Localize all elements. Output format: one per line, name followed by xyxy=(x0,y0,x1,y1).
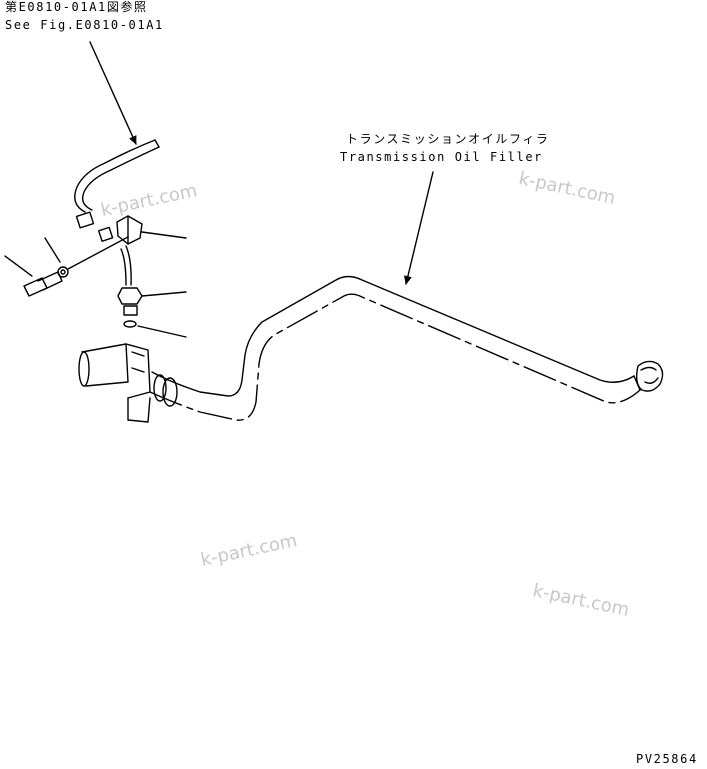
filler-cap xyxy=(633,360,664,392)
bolt-and-washer xyxy=(4,236,129,297)
drawing-number: PV25864 xyxy=(636,752,698,766)
component-label-en: Transmission Oil Filler xyxy=(340,150,543,164)
transmission-case xyxy=(78,343,151,423)
filler-pipe xyxy=(149,275,641,421)
reference-leader-arrow xyxy=(89,41,137,145)
breather-tube xyxy=(117,245,187,338)
reference-label-jp: 第E0810-01A1図参照 xyxy=(5,0,148,14)
hose-clamp xyxy=(75,211,187,245)
component-leader-arrow xyxy=(403,171,434,285)
referenced-hose xyxy=(74,139,160,213)
component-label-jp: トランスミッションオイルフィラ xyxy=(346,132,550,146)
reference-label-en: See Fig.E0810-01A1 xyxy=(5,18,164,32)
